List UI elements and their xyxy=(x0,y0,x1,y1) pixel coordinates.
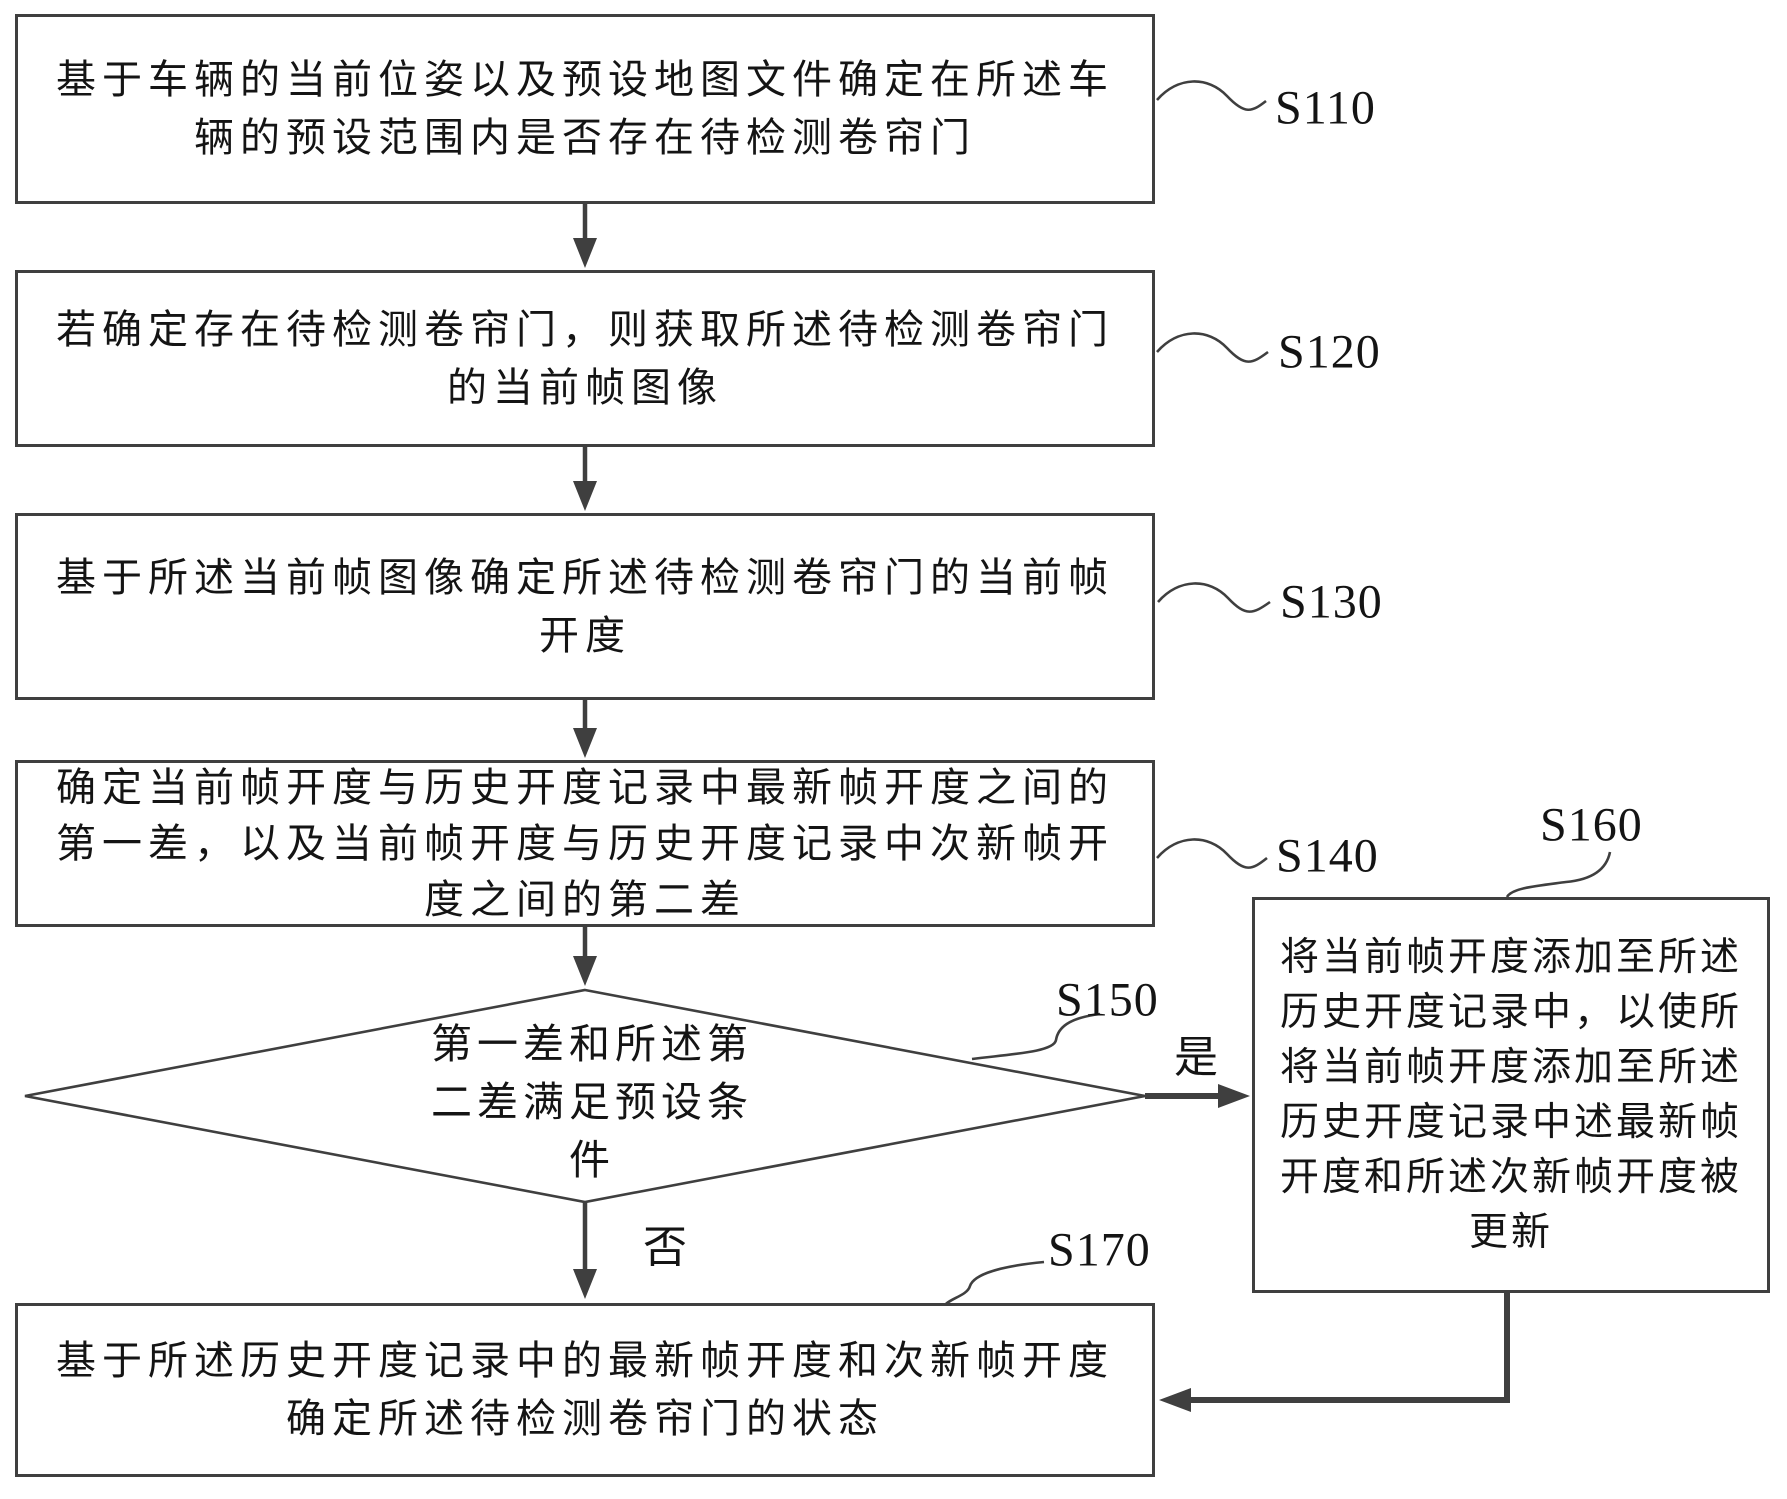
arrow-s160-s170-head xyxy=(1159,1388,1191,1412)
process-box-s130: 基于所述当前帧图像确定所述待检测卷帘门的当前帧 开度 xyxy=(15,513,1155,700)
process-box-s170: 基于所述历史开度记录中的最新帧开度和次新帧开度 确定所述待检测卷帘门的状态 xyxy=(15,1303,1155,1477)
squiggle-s150 xyxy=(971,1012,1101,1061)
process-box-s140-text: 确定当前帧开度与历史开度记录中最新帧开度之间的 第一差，以及当前帧开度与历史开度… xyxy=(56,764,1114,922)
step-label-s160: S160 xyxy=(1540,798,1643,852)
step-label-s120: S120 xyxy=(1278,325,1381,379)
step-label-s170: S170 xyxy=(1048,1223,1151,1277)
squiggle-s110 xyxy=(1156,80,1267,112)
arrow-yes-branch-head xyxy=(1218,1084,1250,1108)
process-box-s110-text: 基于车辆的当前位姿以及预设地图文件确定在所述车 辆的预设范围内是否存在待检测卷帘… xyxy=(56,57,1114,160)
yes-branch-label: 是 xyxy=(1174,1033,1218,1082)
arrow-s120-s130-head xyxy=(573,481,597,511)
step-label-s140: S140 xyxy=(1276,829,1379,883)
process-box-s110: 基于车辆的当前位姿以及预设地图文件确定在所述车 辆的预设范围内是否存在待检测卷帘… xyxy=(15,14,1155,204)
process-box-s130-text: 基于所述当前帧图像确定所述待检测卷帘门的当前帧 开度 xyxy=(56,554,1114,658)
process-box-s170-text: 基于所述历史开度记录中的最新帧开度和次新帧开度 确定所述待检测卷帘门的状态 xyxy=(56,1338,1114,1441)
process-box-s120: 若确定存在待检测卷帘门，则获取所述待检测卷帘门 的当前帧图像 xyxy=(15,270,1155,447)
process-box-s120-text: 若确定存在待检测卷帘门，则获取所述待检测卷帘门 的当前帧图像 xyxy=(56,306,1114,410)
arrow-s110-s120-head xyxy=(573,238,597,268)
arrow-s140-s150-head xyxy=(573,956,597,986)
no-branch-label: 否 xyxy=(643,1223,687,1272)
squiggle-s170 xyxy=(942,1260,1045,1307)
squiggle-s120 xyxy=(1156,332,1269,363)
decision-diamond-text: 第一差和所述第 二差满足预设条 件 xyxy=(431,1021,753,1183)
process-box-s140: 确定当前帧开度与历史开度记录中最新帧开度之间的 第一差，以及当前帧开度与历史开度… xyxy=(15,760,1155,927)
arrow-s130-s140-head xyxy=(573,728,597,758)
process-box-s160-text: 将当前帧开度添加至所述 历史开度记录中，以使所 将当前帧开度添加至所述 历史开度… xyxy=(1279,936,1742,1254)
step-label-s130: S130 xyxy=(1280,575,1383,629)
arrow-s160-s170-stem xyxy=(1191,1293,1510,1403)
squiggle-s140 xyxy=(1156,838,1268,869)
step-label-s110: S110 xyxy=(1275,81,1376,135)
arrow-no-branch-head xyxy=(573,1269,597,1299)
squiggle-s160 xyxy=(1505,851,1612,898)
process-box-s160: 将当前帧开度添加至所述 历史开度记录中，以使所 将当前帧开度添加至所述 历史开度… xyxy=(1252,897,1770,1293)
squiggle-s130 xyxy=(1157,582,1271,613)
step-label-s150: S150 xyxy=(1056,973,1159,1027)
